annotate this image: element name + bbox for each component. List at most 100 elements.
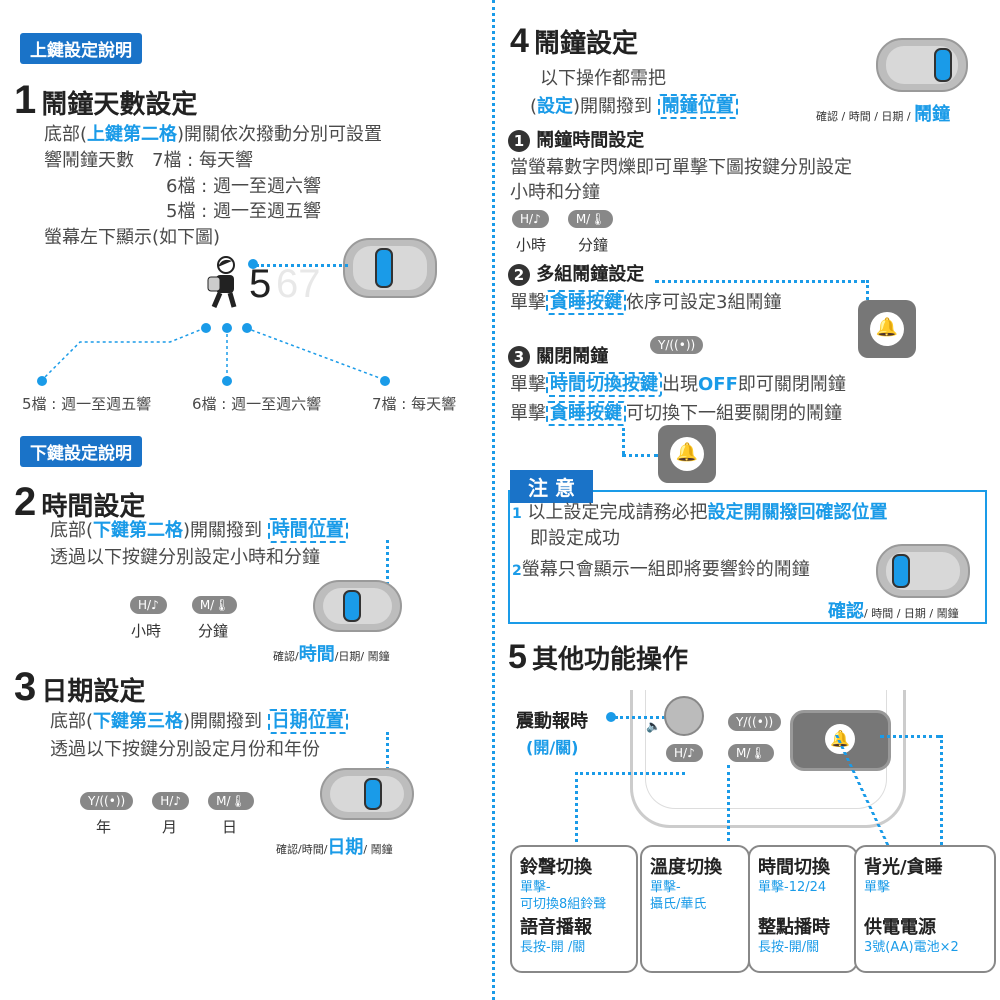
conn-a-v	[575, 772, 578, 848]
faded-digits: 67	[276, 262, 321, 306]
m-key-device[interactable]: M/🌡	[728, 744, 774, 762]
m-key[interactable]: M/🌡	[567, 210, 614, 228]
h-key[interactable]: H/♪	[130, 596, 167, 614]
s1-line5: 螢幕左下顯示(如下圖)	[44, 227, 221, 248]
conn-d-v	[940, 735, 943, 845]
s1-line4: 5檔 : 週一至週五響	[166, 201, 321, 222]
day-switch	[343, 238, 437, 298]
h-key[interactable]: H/♪	[512, 210, 549, 228]
s2-keys: H/♪ M/🌡	[130, 594, 238, 614]
sub1-line2: 小時和分鐘	[510, 182, 600, 203]
child-icon	[207, 256, 237, 308]
sub1-lbl-h: 小時	[516, 236, 547, 254]
s1-line2: 響鬧鐘天數 7檔 : 每天響	[44, 150, 253, 171]
snooze-button-2[interactable]: 🔔	[658, 425, 716, 483]
day-digit: 5	[249, 262, 272, 306]
y-key[interactable]: Y/((•))	[80, 792, 134, 810]
func-box-time: 時間切換 單擊-12/24 整點播時 長按-開/關	[748, 845, 858, 973]
s3-lbl-y: 年	[96, 818, 112, 836]
section2-heading: 2 時間設定	[14, 480, 146, 524]
dot5	[201, 323, 211, 333]
sub1-keys: H/♪ M/🌡	[512, 208, 614, 228]
s2-position: 確認/時間/日期/ 鬧鐘	[273, 644, 390, 665]
s1-connector	[256, 264, 348, 267]
conn-d-h	[880, 735, 940, 738]
bell-icon: 🔔	[675, 442, 699, 463]
sub2-heading: 2 多組鬧鐘設定	[508, 260, 644, 286]
note-tag: 注 意	[510, 470, 593, 503]
s3-position: 確認/時間/日期/ 鬧鐘	[276, 837, 393, 858]
dot5-end	[37, 376, 47, 386]
s2-lbl-m: 分鐘	[198, 622, 229, 640]
m-key[interactable]: M/🌡	[208, 792, 254, 810]
center-divider	[492, 0, 495, 1000]
sub3-line1: 單擊時間切換按鍵出現OFF即可關閉鬧鐘	[510, 372, 846, 397]
vibrate-connector	[615, 716, 665, 719]
dot7-end	[380, 376, 390, 386]
func-box-temperature: 溫度切換 單擊- 攝氏/華氏	[640, 845, 750, 973]
h-key-device[interactable]: H/♪	[666, 744, 703, 762]
sub3-heading: 3 關閉鬧鐘	[508, 342, 608, 368]
confirm-switch	[876, 544, 970, 598]
s2-lbl-h: 小時	[131, 622, 162, 640]
s3-lbl-m: 日	[222, 818, 238, 836]
opt7-label: 7檔 : 每天響	[372, 395, 457, 413]
s2-connector	[386, 540, 389, 585]
sub2-line1: 單擊貪睡按鍵依序可設定3組鬧鐘	[510, 290, 782, 315]
note-line2: 2螢幕只會顯示一組即將要響鈴的鬧鐘	[512, 559, 810, 580]
note-position: 確認/ 時間 / 日期 / 鬧鐘	[828, 601, 959, 622]
s1-line3: 6檔 : 週一至週六響	[166, 176, 321, 197]
note-line1: 1 以上設定完成請務必把設定開關撥回確認位置	[512, 502, 888, 523]
y-key-device[interactable]: Y/((•))	[728, 713, 782, 731]
note-line1b: 即設定成功	[530, 528, 620, 549]
device-outline	[630, 690, 906, 828]
section3-heading: 3 日期設定	[14, 665, 146, 709]
snooze-button-1[interactable]: 🔔	[858, 300, 916, 358]
s3-line2: 透過以下按鍵分別設定月份和年份	[50, 739, 320, 760]
vibrate-sub: (開/關)	[526, 738, 579, 757]
date-switch	[320, 768, 414, 820]
sub2-connector	[655, 280, 865, 283]
time-switch	[313, 580, 402, 632]
snooze-bar[interactable]: 🔔	[790, 710, 891, 771]
func-box-ringtone: 鈴聲切換 單擊- 可切換8組鈴聲 語音播報 長按-開 /關	[510, 845, 638, 973]
h-key[interactable]: H/♪	[152, 792, 190, 810]
section1-number: 1	[14, 78, 37, 122]
dot6-end	[222, 376, 232, 386]
sub3-connector-v	[622, 428, 625, 454]
y-key[interactable]: Y/((•))	[650, 336, 704, 354]
sub1-heading: 1 鬧鐘時間設定	[508, 126, 644, 152]
s4-line2: (設定)開關撥到 鬧鐘位置	[530, 94, 738, 119]
section1-heading: 1 鬧鐘天數設定	[14, 78, 197, 123]
vibrate-knob[interactable]	[664, 696, 704, 736]
s1-dot	[248, 259, 258, 269]
sub1-line1: 當螢幕數字閃爍即可單擊下圖按鍵分別設定	[510, 157, 852, 178]
sub3-connector-h	[622, 454, 658, 457]
section1-title: 鬧鐘天數設定	[41, 90, 198, 120]
conn-a-h	[575, 772, 685, 775]
lower-key-tag: 下鍵設定說明	[20, 436, 142, 467]
s1-line1: 底部(上鍵第二格)開關依次撥動分別可設置	[44, 124, 383, 145]
bell-icon: 🔔	[825, 724, 855, 754]
alarm-switch	[876, 38, 968, 92]
section5-heading: 5 其他功能操作	[508, 638, 689, 676]
s3-connector	[386, 732, 389, 776]
func-box-backlight: 背光/貪睡 單擊 供電電源 3號(AA)電池×2	[854, 845, 996, 973]
upper-key-tag: 上鍵設定說明	[20, 33, 142, 64]
opt6-label: 6檔 : 週一至週六響	[192, 395, 322, 413]
s4-line1: 以下操作都需把	[540, 68, 666, 89]
s3-lbl-h: 月	[162, 818, 178, 836]
s2-line1: 底部(下鍵第二格)開關撥到 時間位置	[50, 518, 348, 543]
s1-leader-lines	[41, 327, 386, 381]
opt5-label: 5檔 : 週一至週五響	[22, 395, 152, 413]
bell-icon: 🔔	[875, 317, 899, 338]
vibrate-dot	[606, 712, 616, 722]
note-box	[508, 490, 987, 624]
m-key[interactable]: M/🌡	[191, 596, 238, 614]
vibrate-label: 震動報時	[516, 711, 588, 732]
s2-line2: 透過以下按鍵分別設定小時和分鐘	[50, 547, 320, 568]
section4-heading: 4 鬧鐘設定	[510, 22, 639, 60]
s4-position: 確認 / 時間 / 日期 / 鬧鐘	[816, 104, 951, 125]
conn-b-v	[727, 765, 730, 848]
speaker-icon: 🔈	[646, 719, 661, 733]
